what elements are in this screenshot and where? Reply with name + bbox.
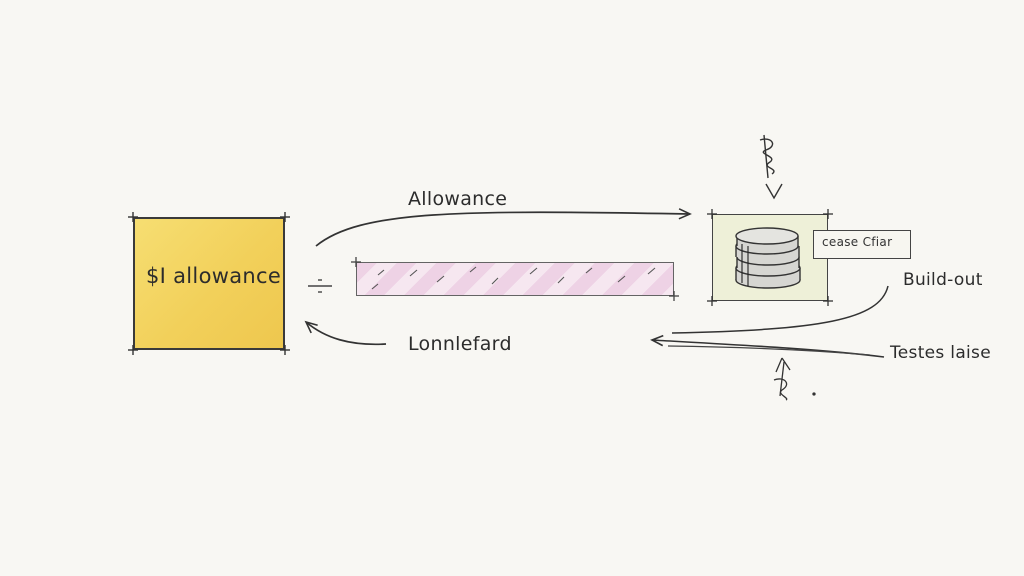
allowance-box	[133, 217, 285, 350]
build-out-label: Build-out	[903, 270, 983, 290]
scribble-mark-top	[759, 134, 783, 200]
coin-tag-label: cease Cfiar	[822, 235, 893, 249]
divide-icon	[308, 279, 332, 293]
landlord-arrow	[304, 320, 387, 346]
build-out-connector	[671, 285, 889, 334]
bar-hatch-strokes	[371, 266, 656, 290]
coin-tag	[813, 230, 911, 259]
allowance-box-label: $I allowance	[146, 264, 282, 288]
testes-laise-label: Testes laise	[890, 343, 991, 363]
yellow-box-corner-ticks	[128, 212, 290, 355]
allowance-arrow	[315, 208, 692, 247]
bottom-arrow-label: Lonnlefard	[408, 333, 512, 355]
top-arrow-label: Allowance	[408, 188, 508, 210]
scribble-mark-bottom	[773, 357, 816, 401]
coin-stack-icon	[735, 227, 801, 289]
